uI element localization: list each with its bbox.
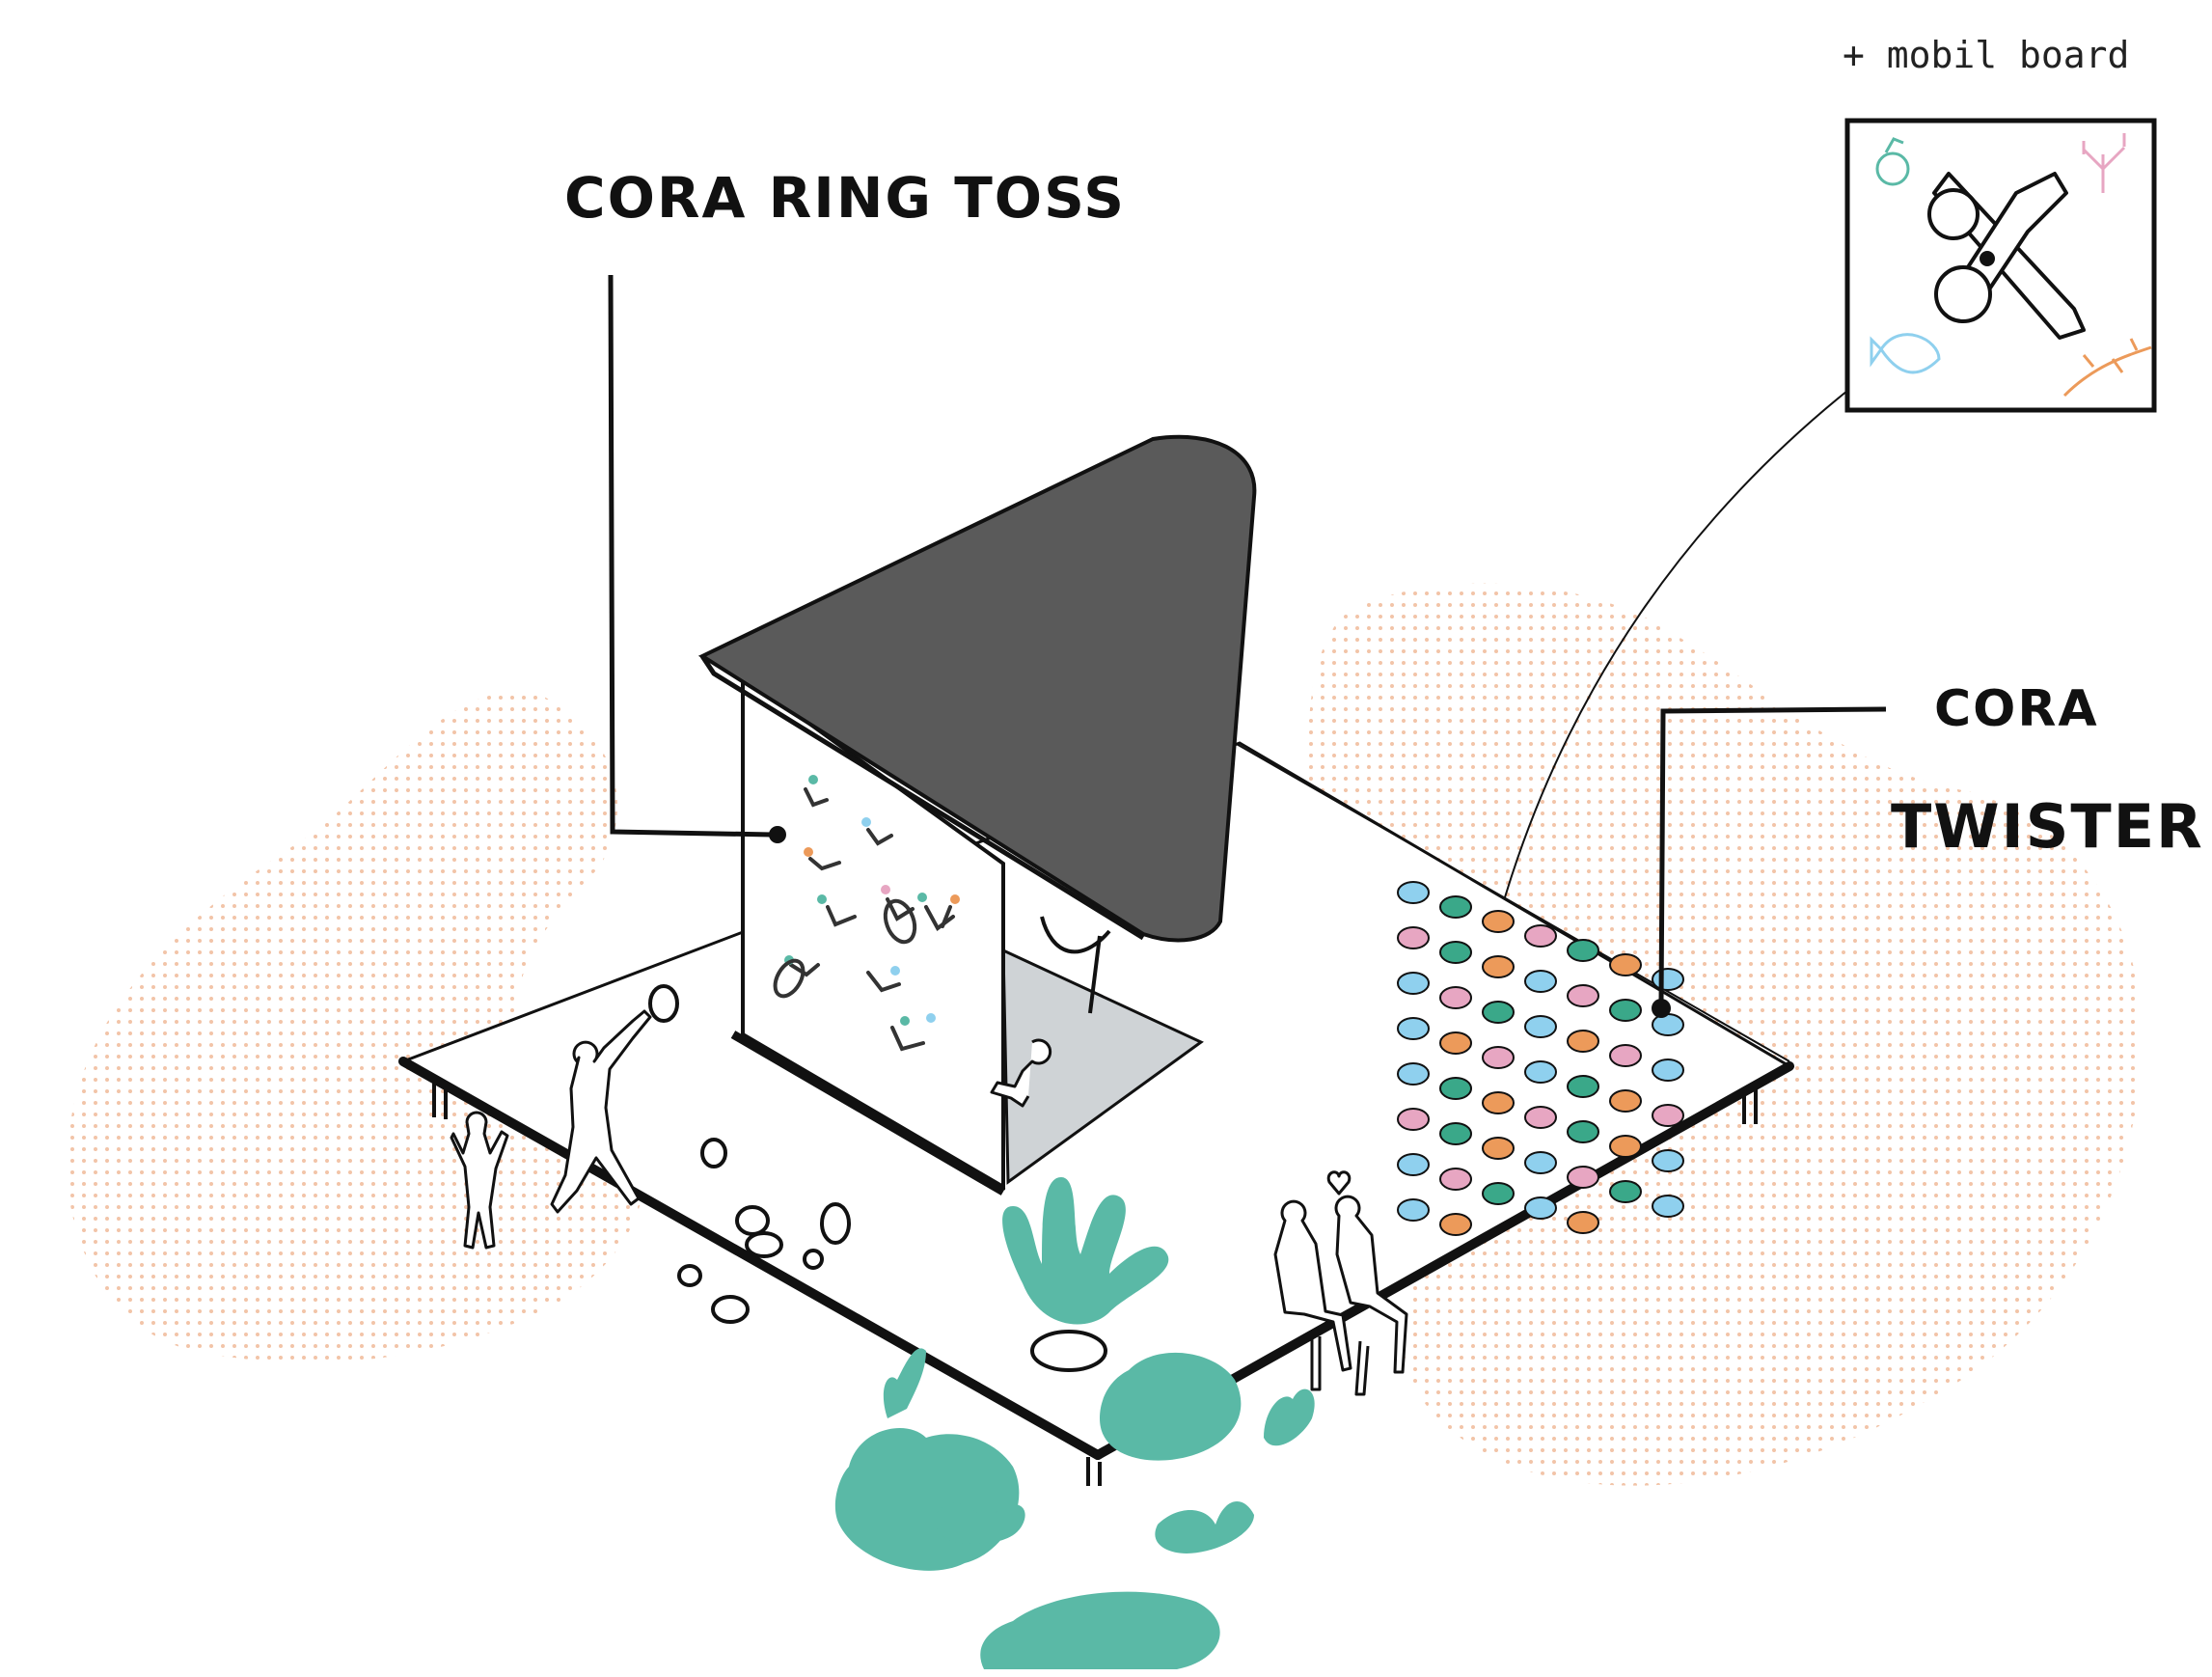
ring-toss-label: CORA RING TOSS xyxy=(564,165,1126,231)
twister-dot xyxy=(1397,881,1430,904)
coral-shape xyxy=(935,1502,1025,1544)
coral-shape xyxy=(883,1348,926,1418)
twister-dot xyxy=(1482,1001,1515,1024)
leader-lines xyxy=(608,274,1887,1018)
spinner-icon xyxy=(1927,172,2086,340)
structure-floor-shadow xyxy=(1001,948,1204,1185)
twister-dot xyxy=(1567,1211,1599,1234)
twister-dot xyxy=(1609,953,1642,976)
twister-dot xyxy=(1567,1166,1599,1189)
twister-dot xyxy=(1439,895,1472,919)
twister-dot xyxy=(1439,1213,1472,1236)
coral-shape xyxy=(1002,1177,1169,1325)
twister-dot xyxy=(1397,1153,1430,1176)
twister-dot xyxy=(1482,955,1515,978)
ring xyxy=(820,1202,851,1245)
coral-shape xyxy=(1264,1388,1315,1446)
ring xyxy=(648,984,679,1023)
twister-dot xyxy=(1397,926,1430,949)
twister-dot xyxy=(1609,1135,1642,1158)
twister-dot xyxy=(1439,1031,1472,1055)
twister-dot xyxy=(1652,1195,1684,1218)
twister-dot xyxy=(1609,999,1642,1022)
people-ring-toss xyxy=(450,1009,1052,1250)
twister-dot xyxy=(1609,1089,1642,1113)
twister-dot xyxy=(1482,1182,1515,1205)
twister-dot xyxy=(1567,1030,1599,1053)
lizard-icon xyxy=(2062,338,2152,398)
twister-dot xyxy=(1652,968,1684,991)
twister-dot xyxy=(1397,1017,1430,1040)
coral-shape xyxy=(1155,1501,1254,1553)
twister-label-line1: CORA xyxy=(1934,680,2099,738)
coral-shape xyxy=(980,1591,1220,1669)
fish-icon xyxy=(1870,333,1941,374)
ring xyxy=(711,1295,750,1324)
planter-hole xyxy=(1030,1330,1107,1372)
ring xyxy=(700,1138,727,1168)
twister-dot xyxy=(1482,1137,1515,1160)
coral-shape xyxy=(834,1428,1020,1571)
twister-dot xyxy=(1439,986,1472,1009)
twister-dot xyxy=(1609,1180,1642,1203)
roof xyxy=(697,434,1790,1062)
twister-dot xyxy=(1439,1168,1472,1191)
twister-dot xyxy=(1524,1015,1557,1038)
people-seated-couple xyxy=(1273,1170,1408,1396)
twister-dot xyxy=(1524,970,1557,993)
twister-dot xyxy=(1482,910,1515,933)
twister-dot xyxy=(1524,1196,1557,1220)
loose-rings xyxy=(648,984,851,1324)
ring xyxy=(745,1231,783,1258)
twister-dot xyxy=(1567,984,1599,1007)
twister-dot xyxy=(1652,1058,1684,1082)
twister-dot xyxy=(1439,1077,1472,1100)
twister-dot xyxy=(1652,1104,1684,1127)
twister-dot xyxy=(1397,972,1430,995)
twister-dot xyxy=(1524,1151,1557,1174)
twister-dot xyxy=(1652,1013,1684,1036)
twister-dot xyxy=(1482,1091,1515,1114)
coral-plants xyxy=(834,1177,1315,1669)
twister-dot xyxy=(1397,1108,1430,1131)
twister-dot xyxy=(1524,1106,1557,1129)
twister-dot xyxy=(1609,1044,1642,1067)
mobil-board-label: + mobil board xyxy=(1843,34,2129,76)
coconut-icon xyxy=(1875,137,1910,186)
twister-dot xyxy=(1439,941,1472,964)
ring-toss-pegs xyxy=(773,775,960,1052)
mobil-board xyxy=(1844,118,2157,413)
ring xyxy=(803,1249,824,1270)
twister-mat xyxy=(1397,881,1684,1236)
twister-dot xyxy=(1567,1075,1599,1098)
coral-icon xyxy=(2082,133,2126,193)
twister-dot xyxy=(1397,1198,1430,1222)
coral-shape xyxy=(1100,1352,1242,1461)
twister-dot xyxy=(1397,1062,1430,1086)
twister-dot xyxy=(1524,1060,1557,1084)
twister-dot xyxy=(1652,1149,1684,1172)
twister-label-line2: TWISTER xyxy=(1891,791,2204,862)
twister-dot xyxy=(1439,1122,1472,1145)
ring xyxy=(677,1264,702,1287)
twister-dot xyxy=(1567,939,1599,962)
twister-dot xyxy=(1567,1120,1599,1143)
twister-dot xyxy=(1482,1046,1515,1069)
twister-dot xyxy=(1524,924,1557,948)
